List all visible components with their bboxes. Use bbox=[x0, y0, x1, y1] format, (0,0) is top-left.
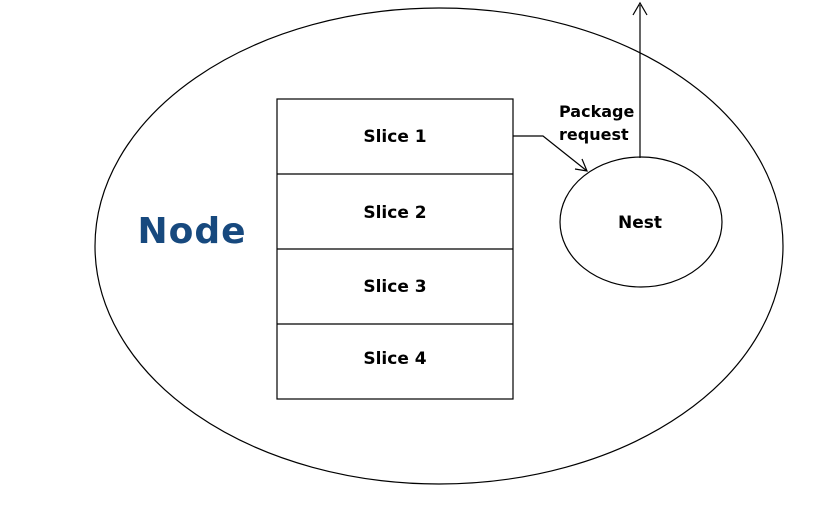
slice-3-label: Slice 3 bbox=[363, 277, 426, 297]
nest-label: Nest bbox=[618, 213, 662, 233]
slice-4-label: Slice 4 bbox=[363, 349, 426, 369]
slice-2-label: Slice 2 bbox=[363, 203, 426, 223]
package-request-label-line1: Package bbox=[559, 102, 634, 121]
package-request-arrow-shaft bbox=[513, 135, 588, 172]
node-label: Node bbox=[137, 211, 246, 252]
package-request-arrowhead bbox=[574, 158, 588, 172]
outgoing-arrowhead bbox=[632, 1, 648, 16]
package-request-label-line2: request bbox=[559, 125, 629, 144]
nest-ellipse bbox=[559, 156, 723, 288]
node-boundary-ellipse bbox=[94, 7, 784, 485]
slice-1-label: Slice 1 bbox=[363, 127, 426, 147]
